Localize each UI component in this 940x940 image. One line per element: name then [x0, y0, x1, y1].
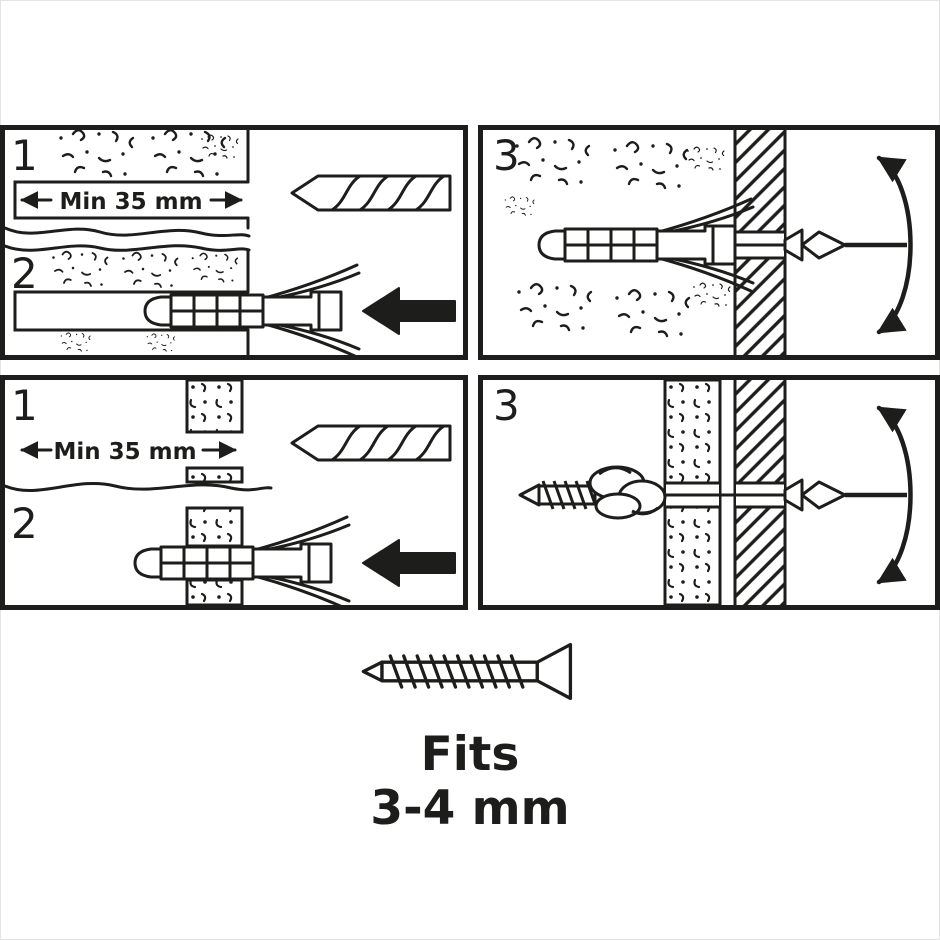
panel-hollow-wall-prep: 1 Min 35 mm 2 — [0, 375, 468, 610]
wall-plug-icon — [537, 197, 755, 293]
screw-head-icon — [785, 480, 907, 510]
solid-wall-fasten-drawing: 3 — [493, 130, 935, 355]
hollow-wall-fasten-drawing: 3 — [493, 380, 935, 605]
panel-hollow-wall-fasten: 3 — [478, 375, 940, 610]
step-number: 3 — [493, 131, 520, 180]
mounted-item-cross-section — [733, 380, 787, 605]
screw-icon — [518, 480, 597, 510]
screw-size-info: Fits 3-4 mm — [0, 628, 940, 836]
step-number: 2 — [11, 499, 38, 548]
drill-bit-icon — [290, 424, 452, 462]
step-number: 1 — [11, 381, 38, 430]
break-line — [5, 482, 273, 492]
mounted-item-cross-section — [733, 130, 787, 355]
break-line — [5, 226, 251, 252]
screw-head-icon — [785, 230, 907, 260]
fits-label: Fits — [420, 727, 520, 782]
step-number: 3 — [493, 381, 520, 430]
compressed-plug-icon — [588, 465, 667, 520]
wall-board-cross-section — [663, 380, 722, 605]
wall-board-cross-section — [185, 380, 244, 484]
min-depth-label: Min 35 mm — [59, 189, 202, 215]
insert-arrow-icon — [362, 287, 456, 335]
screw-icon — [361, 642, 573, 701]
insert-arrow-icon — [362, 539, 456, 587]
hollow-wall-prep-drawing: 1 Min 35 mm 2 — [5, 380, 456, 605]
panel-solid-wall-prep: 1 Min 35 mm 2 — [0, 125, 468, 360]
drill-hole — [13, 248, 250, 355]
drill-bit-icon — [290, 174, 452, 212]
step-number: 2 — [11, 249, 38, 298]
panel-solid-wall-fasten: 3 — [478, 125, 940, 360]
screw-size-label: 3-4 mm — [370, 781, 570, 836]
step-number: 1 — [11, 131, 38, 180]
concrete-texture — [58, 130, 239, 178]
min-depth-label: Min 35 mm — [53, 439, 196, 465]
drill-hole — [13, 130, 250, 230]
solid-wall-prep-drawing: 1 Min 35 mm 2 — [5, 130, 456, 355]
wall-plug-icon — [143, 263, 361, 355]
